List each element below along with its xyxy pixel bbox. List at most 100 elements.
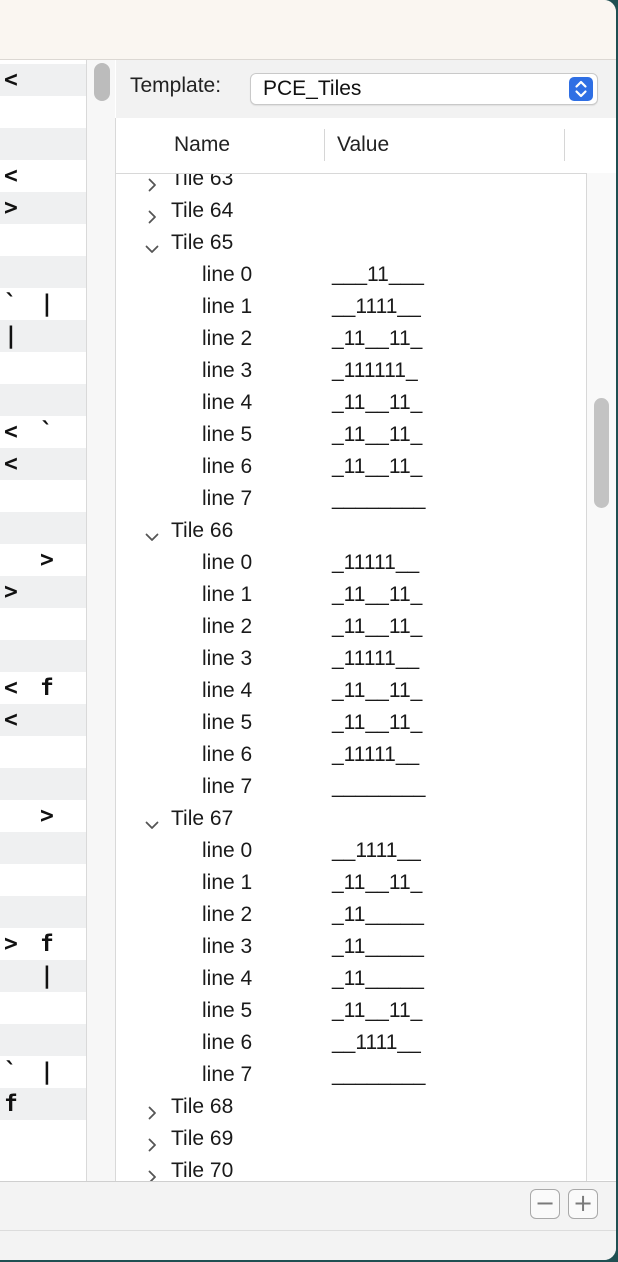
text-row[interactable]: [0, 736, 86, 768]
tile-line-row[interactable]: line 7________: [116, 771, 586, 803]
text-row[interactable]: [0, 352, 86, 384]
text-row[interactable]: >: [0, 544, 86, 576]
text-row[interactable]: `|: [0, 288, 86, 320]
chevron-right-icon[interactable]: [144, 203, 160, 224]
tile-group-row[interactable]: Tile 65: [116, 227, 586, 259]
text-row[interactable]: [0, 992, 86, 1024]
chevron-right-icon[interactable]: [144, 1099, 160, 1120]
text-row[interactable]: >: [0, 192, 86, 224]
tile-line-row[interactable]: line 5_11__11_: [116, 995, 586, 1027]
tile-line-row[interactable]: line 3_11111__: [116, 643, 586, 675]
text-row[interactable]: <: [0, 448, 86, 480]
text-row[interactable]: [0, 768, 86, 800]
tile-line-label: line 4: [202, 679, 253, 702]
tile-line-row[interactable]: line 2_11__11_: [116, 611, 586, 643]
tile-line-row[interactable]: line 2_11_____: [116, 899, 586, 931]
text-row[interactable]: >: [0, 576, 86, 608]
text-row[interactable]: [0, 832, 86, 864]
text-row[interactable]: <: [0, 160, 86, 192]
tile-group-row[interactable]: Tile 69: [116, 1123, 586, 1155]
tile-line-row[interactable]: line 4_11__11_: [116, 675, 586, 707]
text-row[interactable]: [0, 864, 86, 896]
tile-group-row[interactable]: Tile 68: [116, 1091, 586, 1123]
tile-group-row[interactable]: Tile 70: [116, 1155, 586, 1181]
text-column[interactable]: nn<<>`||<`<>><f<>>f|`|f: [0, 60, 86, 1181]
text-row[interactable]: [0, 640, 86, 672]
tile-line-label: line 6: [202, 455, 253, 478]
tile-group-row[interactable]: Tile 64: [116, 195, 586, 227]
tile-group-row[interactable]: Tile 63: [116, 174, 586, 195]
column-divider[interactable]: [324, 129, 325, 161]
column-divider[interactable]: [564, 129, 565, 161]
tile-line-row[interactable]: line 3_111111_: [116, 355, 586, 387]
text-row[interactable]: `|: [0, 1056, 86, 1088]
text-row[interactable]: [0, 96, 86, 128]
text-row[interactable]: |: [0, 320, 86, 352]
tile-line-value: ________: [332, 487, 426, 510]
add-button[interactable]: +: [568, 1189, 598, 1219]
tile-line-row[interactable]: line 0__1111__: [116, 835, 586, 867]
tile-line-row[interactable]: line 7________: [116, 1059, 586, 1091]
chevron-down-icon[interactable]: [144, 811, 160, 829]
tile-line-row[interactable]: line 4_11__11_: [116, 387, 586, 419]
text-row[interactable]: <: [0, 704, 86, 736]
tile-line-row[interactable]: line 6__1111__: [116, 1027, 586, 1059]
tile-line-value: __1111__: [332, 1031, 421, 1054]
tile-line-row[interactable]: line 3_11_____: [116, 931, 586, 963]
text-row[interactable]: [0, 1120, 86, 1152]
column-header-name[interactable]: Name: [174, 133, 231, 156]
tile-line-row[interactable]: line 6_11__11_: [116, 451, 586, 483]
tile-line-row[interactable]: line 2_11__11_: [116, 323, 586, 355]
text-row[interactable]: [0, 1024, 86, 1056]
text-row[interactable]: >: [0, 800, 86, 832]
tile-line-row[interactable]: line 1_11__11_: [116, 867, 586, 899]
left-scrollbar-thumb[interactable]: [94, 63, 110, 101]
text-row[interactable]: [0, 384, 86, 416]
tile-line-row[interactable]: line 5_11__11_: [116, 419, 586, 451]
chevron-right-icon[interactable]: [144, 1131, 160, 1152]
text-row[interactable]: <: [0, 64, 86, 96]
text-row[interactable]: [0, 608, 86, 640]
tile-group-row[interactable]: Tile 67: [116, 803, 586, 835]
text-row[interactable]: nn: [0, 60, 86, 64]
tile-line-value: ________: [332, 775, 426, 798]
chevron-right-icon[interactable]: [144, 1163, 160, 1181]
column-header-value[interactable]: Value: [337, 133, 390, 156]
left-scrollbar-track[interactable]: [87, 60, 115, 1181]
tile-line-label: line 3: [202, 359, 253, 382]
text-row[interactable]: f: [0, 1088, 86, 1120]
text-row[interactable]: [0, 480, 86, 512]
tile-line-row[interactable]: line 1__1111__: [116, 291, 586, 323]
tile-line-row[interactable]: line 7________: [116, 483, 586, 515]
tile-line-label: line 1: [202, 871, 253, 894]
text-row[interactable]: >f: [0, 928, 86, 960]
template-select[interactable]: PCE_Tiles: [250, 73, 598, 105]
text-cell: >: [4, 195, 18, 221]
text-row[interactable]: [0, 512, 86, 544]
tile-line-row[interactable]: line 5_11__11_: [116, 707, 586, 739]
tile-line-row[interactable]: line 6_11111__: [116, 739, 586, 771]
text-row[interactable]: <`: [0, 416, 86, 448]
text-cell: >: [40, 547, 54, 573]
text-row[interactable]: [0, 224, 86, 256]
right-scrollbar-thumb[interactable]: [594, 398, 609, 508]
template-label: Template:: [130, 74, 222, 97]
chevron-down-icon[interactable]: [144, 523, 160, 541]
text-row[interactable]: |: [0, 960, 86, 992]
tile-line-row[interactable]: line 1_11__11_: [116, 579, 586, 611]
tile-line-value: _11__11_: [332, 327, 423, 350]
tile-group-row[interactable]: Tile 66: [116, 515, 586, 547]
tile-line-row[interactable]: line 0_11111__: [116, 547, 586, 579]
tile-line-row[interactable]: line 4_11_____: [116, 963, 586, 995]
text-row[interactable]: [0, 896, 86, 928]
right-scrollbar-track[interactable]: [587, 173, 616, 1180]
tile-line-row[interactable]: line 0___11___: [116, 259, 586, 291]
text-row[interactable]: [0, 256, 86, 288]
chevron-right-icon[interactable]: [144, 174, 160, 192]
text-row[interactable]: [0, 128, 86, 160]
chevron-down-icon[interactable]: [144, 235, 160, 253]
tile-line-label: line 5: [202, 999, 253, 1022]
remove-button[interactable]: −: [530, 1189, 560, 1219]
text-row[interactable]: <f: [0, 672, 86, 704]
